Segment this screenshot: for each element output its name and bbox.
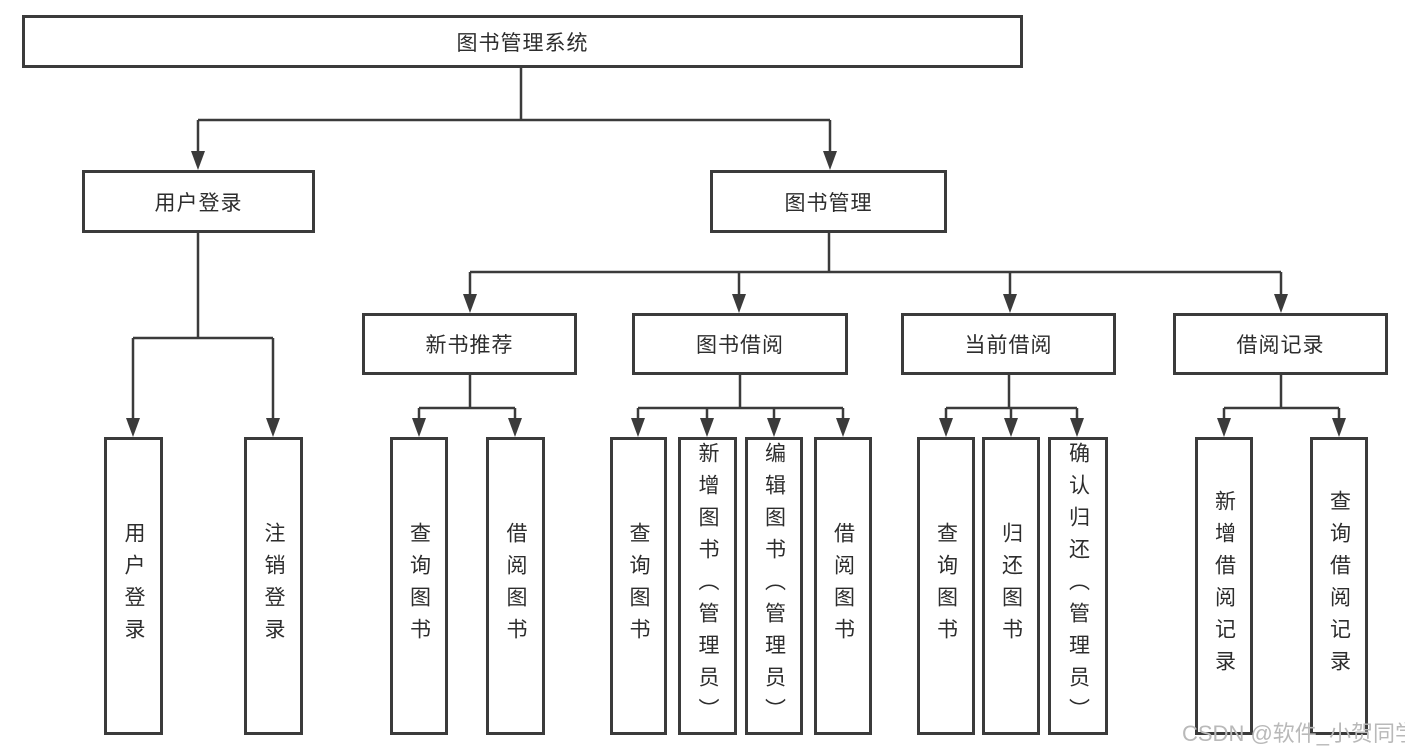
node-book-management: 图书管理 (710, 170, 947, 233)
leaf-query-borrow-record: 查询借阅记录 (1310, 437, 1368, 735)
node-new-book-recommend-label: 新书推荐 (425, 334, 514, 357)
leaf-current-query-books-label: 查询图书 (934, 522, 958, 650)
leaf-borrow-borrow-books: 借阅图书 (814, 437, 872, 735)
leaf-add-books-admin: 新增图书（管理员） (678, 437, 737, 735)
leaf-return-books-label: 归还图书 (999, 522, 1023, 650)
node-borrow-records: 借阅记录 (1173, 313, 1388, 375)
leaf-user-login-label: 用户登录 (122, 522, 145, 650)
leaf-logout-label: 注销登录 (262, 522, 285, 650)
node-new-book-recommend: 新书推荐 (362, 313, 577, 375)
leaf-add-borrow-record: 新增借阅记录 (1195, 437, 1253, 735)
node-user-login: 用户登录 (82, 170, 315, 233)
node-book-borrow: 图书借阅 (632, 313, 848, 375)
node-current-borrow-label: 当前借阅 (964, 334, 1053, 357)
leaf-recommend-query-books: 查询图书 (390, 437, 448, 735)
node-root: 图书管理系统 (22, 15, 1023, 68)
leaf-recommend-borrow-books: 借阅图书 (486, 437, 545, 735)
leaf-recommend-borrow-books-label: 借阅图书 (504, 522, 527, 650)
node-book-borrow-label: 图书借阅 (696, 334, 784, 357)
leaf-edit-books-admin: 编辑图书（管理员） (745, 437, 803, 735)
node-borrow-records-label: 借阅记录 (1236, 334, 1325, 357)
leaf-confirm-return-admin-label: 确认归还（管理员） (1066, 442, 1090, 730)
leaf-edit-books-admin-label: 编辑图书（管理员） (762, 442, 786, 730)
node-user-login-label: 用户登录 (154, 191, 243, 215)
leaf-borrow-query-books-label: 查询图书 (627, 522, 650, 650)
leaf-user-login: 用户登录 (104, 437, 163, 735)
leaf-borrow-query-books: 查询图书 (610, 437, 667, 735)
csdn-watermark: CSDN @软件_小贺同学 (1182, 721, 1405, 746)
leaf-query-borrow-record-label: 查询借阅记录 (1327, 490, 1351, 682)
leaf-borrow-borrow-books-label: 借阅图书 (831, 522, 855, 650)
leaf-recommend-query-books-label: 查询图书 (407, 522, 431, 650)
leaf-add-borrow-record-label: 新增借阅记录 (1212, 490, 1236, 682)
leaf-current-query-books: 查询图书 (917, 437, 975, 735)
leaf-logout: 注销登录 (244, 437, 303, 735)
node-root-label: 图书管理系统 (456, 31, 589, 55)
leaf-confirm-return-admin: 确认归还（管理员） (1048, 437, 1108, 735)
node-current-borrow: 当前借阅 (901, 313, 1116, 375)
leaf-return-books: 归还图书 (982, 437, 1040, 735)
leaf-add-books-admin-label: 新增图书（管理员） (696, 442, 719, 730)
node-book-management-label: 图书管理 (784, 191, 873, 215)
